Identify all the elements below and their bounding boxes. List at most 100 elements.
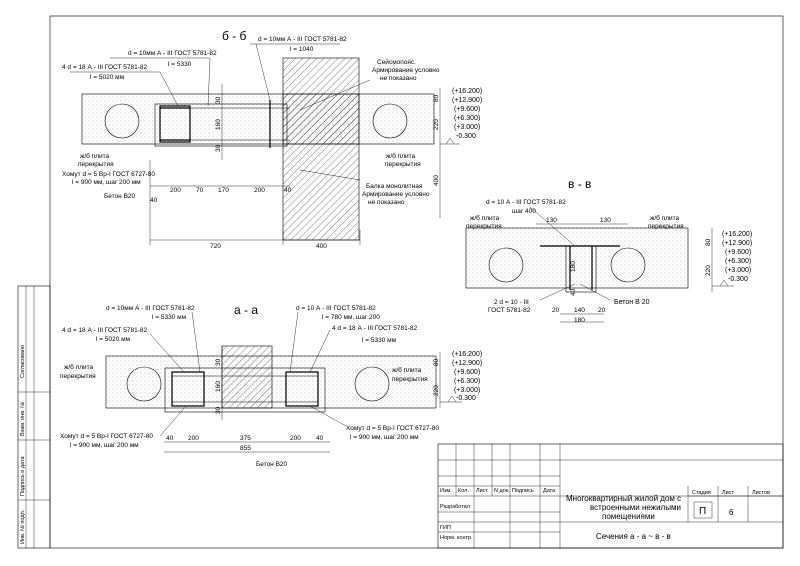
slab-band: [81, 93, 435, 145]
bb-dim-40a: 40: [150, 197, 158, 204]
bb-rebar-d10: d = 10мм А - III ГОСТ 5781-82: [128, 50, 217, 57]
bb-v30b: 30: [215, 144, 222, 152]
bb-v80: 80: [433, 94, 440, 102]
aa-level-5: -0.300: [456, 395, 476, 402]
tb-col-2: Лист: [476, 488, 488, 494]
bb-dim-720: 720: [210, 243, 221, 250]
tb-sheet: 6: [729, 508, 734, 517]
bb-v220: 220: [433, 119, 440, 130]
stirrup: [159, 105, 191, 143]
vv-concrete: Бетон В 20: [614, 299, 650, 306]
stamp-agreed: Согласовано: [20, 345, 26, 378]
side-stamp: Согласовано Взам. инв. № Подпись и дата …: [17, 285, 51, 549]
bb-seismic-note: Армирование условно: [372, 67, 440, 74]
tb-stage: П: [699, 506, 706, 517]
vv-d20b: 20: [598, 307, 606, 314]
bb-rebar-d18: 4 d = 18 А - III ГОСТ 5781-82: [62, 64, 148, 71]
vv-level-3: (+6.300): [725, 258, 751, 265]
aa-slab-right: ж/б плита: [392, 366, 422, 374]
vv-level-4: (+3.000): [725, 267, 751, 274]
aa-dim-375: 375: [240, 435, 251, 442]
aa-rebar-r: d = 10 А - III ГОСТ 5781-82: [296, 305, 376, 312]
vv-level-5: -0.300: [728, 276, 748, 283]
aa-rebar-r-len: l = 780 мм, шаг 200: [322, 314, 380, 321]
bb-level-4: (+3.000): [454, 124, 480, 131]
bb-level-3: (+6.300): [454, 115, 480, 122]
column: [282, 57, 360, 241]
tb-col-3: N док.: [494, 488, 510, 494]
tb-stage-label: Стадия: [692, 490, 711, 496]
vv-level-1: (+12.900): [722, 240, 752, 247]
tb-sheet-label: Лист: [722, 490, 734, 496]
bb-concrete: Бетон В20: [104, 193, 136, 200]
vv-rebar: d = 10 А - III ГОСТ 5781-82: [486, 199, 566, 206]
bb-rebar-top-len: l = 1040: [290, 46, 314, 53]
aa-v30a: 30: [215, 358, 222, 366]
vv-slab-right2: перекрытия: [648, 223, 684, 230]
vv-slab-left2: перекрытия: [466, 223, 502, 230]
aa-level-2: (+9.600): [454, 369, 480, 376]
tb-project-2: встроенными нежилыми: [590, 503, 681, 512]
bb-slab-right: ж/б плита: [386, 152, 416, 160]
stamp-replace: Взам. инв. №: [20, 402, 26, 436]
aa-dim-200a: 200: [188, 435, 199, 442]
aa-d18-l-len: l = 5020 мм: [96, 336, 131, 343]
vv-d180: 180: [574, 317, 585, 324]
bb-rebar-top: d = 10мм А - III ГОСТ 5781-82: [258, 36, 347, 43]
bb-level-5: -0.300: [456, 133, 476, 140]
vv-level-0: (+16.200): [722, 231, 752, 238]
vv-v80: 80: [705, 238, 712, 246]
bb-v160: 160: [215, 119, 222, 130]
bb-dim-200b: 200: [254, 187, 265, 194]
aa-clamp-l: Хомут d = 5 Вр-I ГОСТ 6727-80: [60, 433, 153, 440]
aa-level-3: (+6.300): [454, 378, 480, 385]
tb-role-2: Норм. контр.: [440, 535, 473, 541]
bb-clamp: Хомут d = 5 Вр-I ГОСТ 6727-80: [62, 171, 155, 178]
aa-v80: 80: [433, 358, 440, 366]
vv-v40: 40: [570, 288, 577, 296]
title-block: Изм. Кол. Лист N док. Подпись Дата Разра…: [437, 443, 784, 549]
stamp-sign: Подпись и дата: [20, 456, 26, 496]
bb-rebar-d18-len: l = 5020 мм: [90, 74, 125, 81]
bb-seismic: Сейсмопояс.: [377, 58, 416, 66]
bb-v30a: 30: [215, 96, 222, 104]
vv-v220: 220: [705, 265, 712, 276]
vv-level-2: (+9.600): [725, 249, 751, 256]
bb-dim-40b: 40: [284, 187, 292, 194]
bb-beam-note: Армирование условно: [362, 191, 430, 198]
bb-dim-170: 170: [218, 187, 229, 194]
aa-dim-40a: 40: [166, 435, 174, 442]
aa-slab-right2: перекрытия: [392, 376, 428, 383]
section-aa-title: а - а: [234, 303, 258, 317]
tb-col-1: Кол.: [458, 488, 469, 494]
bb-slab-right2: перекрытия: [385, 161, 421, 168]
vv-d130a: 130: [546, 217, 557, 224]
tb-col-0: Изм.: [440, 488, 452, 494]
aa-slab-left: ж/б плита: [64, 363, 94, 371]
vv-step: шаг 400: [512, 208, 536, 215]
bb-dim-200a: 200: [170, 187, 181, 194]
section-bb-title: б - б: [222, 29, 247, 43]
section-vv-title: в - в: [568, 177, 591, 191]
aa-dim-855: 855: [240, 445, 251, 452]
bb-v400: 400: [433, 175, 440, 186]
bb-dim-70: 70: [196, 187, 204, 194]
aa-slab-left2: перекрытия: [60, 373, 96, 380]
bb-seismic-note2: не показано: [380, 75, 417, 82]
vv-rebar2b: ГОСТ 5781-82: [488, 307, 531, 314]
tb-role-0: Разработал: [440, 504, 470, 510]
bb-beam: Балка монолитная: [366, 183, 423, 190]
aa-level-4: (+3.000): [454, 387, 480, 394]
bb-level-0: (+16.200): [452, 88, 482, 95]
aa-v220: 220: [433, 385, 440, 396]
aa-clamp-r2: l = 900 мм, шаг 200 мм: [350, 434, 419, 441]
vv-slab-left: ж/б плита: [470, 214, 500, 222]
bb-rebar-d10-len: l = 5330: [168, 61, 192, 68]
tb-project-3: помещениями: [602, 512, 655, 521]
bb-slab-left: ж/б плита: [80, 152, 110, 160]
section-vv: в - в d = 10 А - III ГОСТ 5781-82 шаг 40…: [465, 177, 752, 324]
aa-rebar-l: d = 10мм А - III ГОСТ 5781-82: [106, 305, 195, 312]
aa-v160: 160: [215, 381, 222, 392]
aa-level-1: (+12.900): [452, 360, 482, 367]
